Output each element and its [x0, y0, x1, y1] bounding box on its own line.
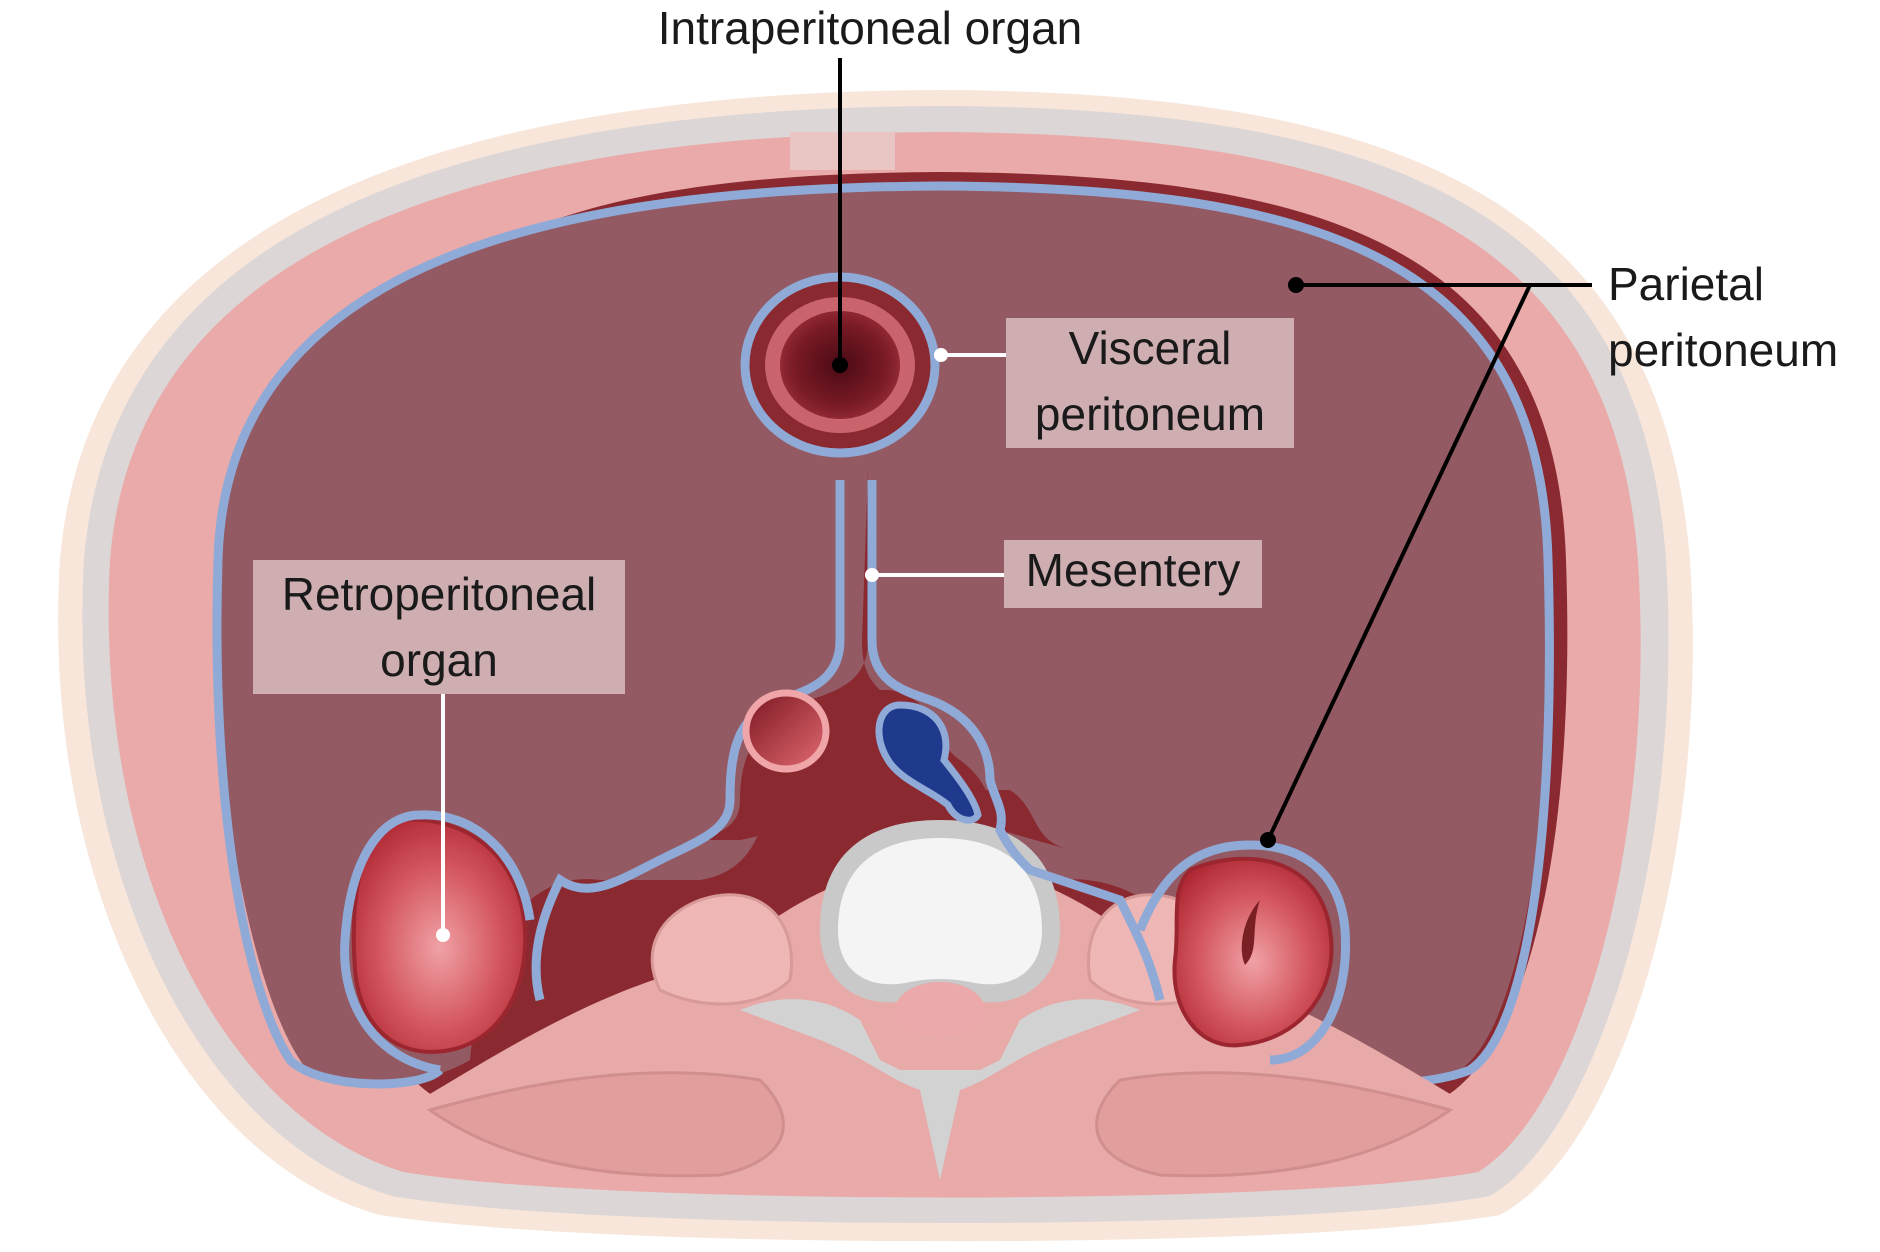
intraperitoneal-label: Intraperitoneal organ [658, 2, 1083, 54]
parietal-leader-dot-bottom [1260, 832, 1276, 848]
aorta [746, 693, 826, 769]
linea-alba [790, 132, 895, 170]
mesentery-label: Mesentery [1026, 544, 1241, 596]
mesentery-leader-dot [865, 568, 879, 582]
retroperitoneal-label-line1: Retroperitoneal [282, 568, 597, 620]
intraperitoneal-leader-dot [832, 357, 848, 373]
parietal-label-line1: Parietal [1608, 258, 1764, 310]
parietal-label-line2: peritoneum [1608, 324, 1838, 376]
parietal-leader-dot-top [1288, 277, 1304, 293]
visceral-label-line1: Visceral [1069, 322, 1232, 374]
visceral-leader-dot [934, 348, 948, 362]
retroperitoneal-leader-dot [436, 928, 450, 942]
visceral-label-line2: peritoneum [1035, 388, 1265, 440]
retroperitoneal-label-line2: organ [380, 634, 498, 686]
spinal-cord [895, 982, 985, 1038]
vertebral-marrow [838, 838, 1042, 984]
